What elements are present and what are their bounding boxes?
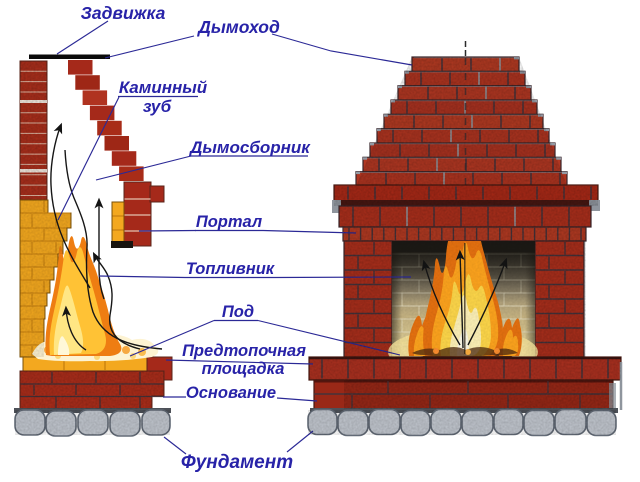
- svg-text:Под: Под: [222, 303, 254, 321]
- svg-text:Основание: Основание: [186, 384, 276, 402]
- svg-text:Дымосборник: Дымосборник: [188, 138, 311, 157]
- svg-text:Задвижка: Задвижка: [81, 3, 166, 23]
- svg-text:Фундамент: Фундамент: [181, 452, 293, 473]
- svg-text:Топливник: Топливник: [186, 260, 276, 278]
- svg-text:Дымоход: Дымоход: [196, 17, 280, 37]
- svg-text:Портал: Портал: [196, 213, 262, 231]
- svg-text:Предтопочная: Предтопочная: [182, 342, 306, 360]
- svg-text:зуб: зуб: [143, 97, 172, 116]
- svg-text:площадка: площадка: [202, 360, 285, 378]
- svg-text:Каминный: Каминный: [119, 78, 208, 97]
